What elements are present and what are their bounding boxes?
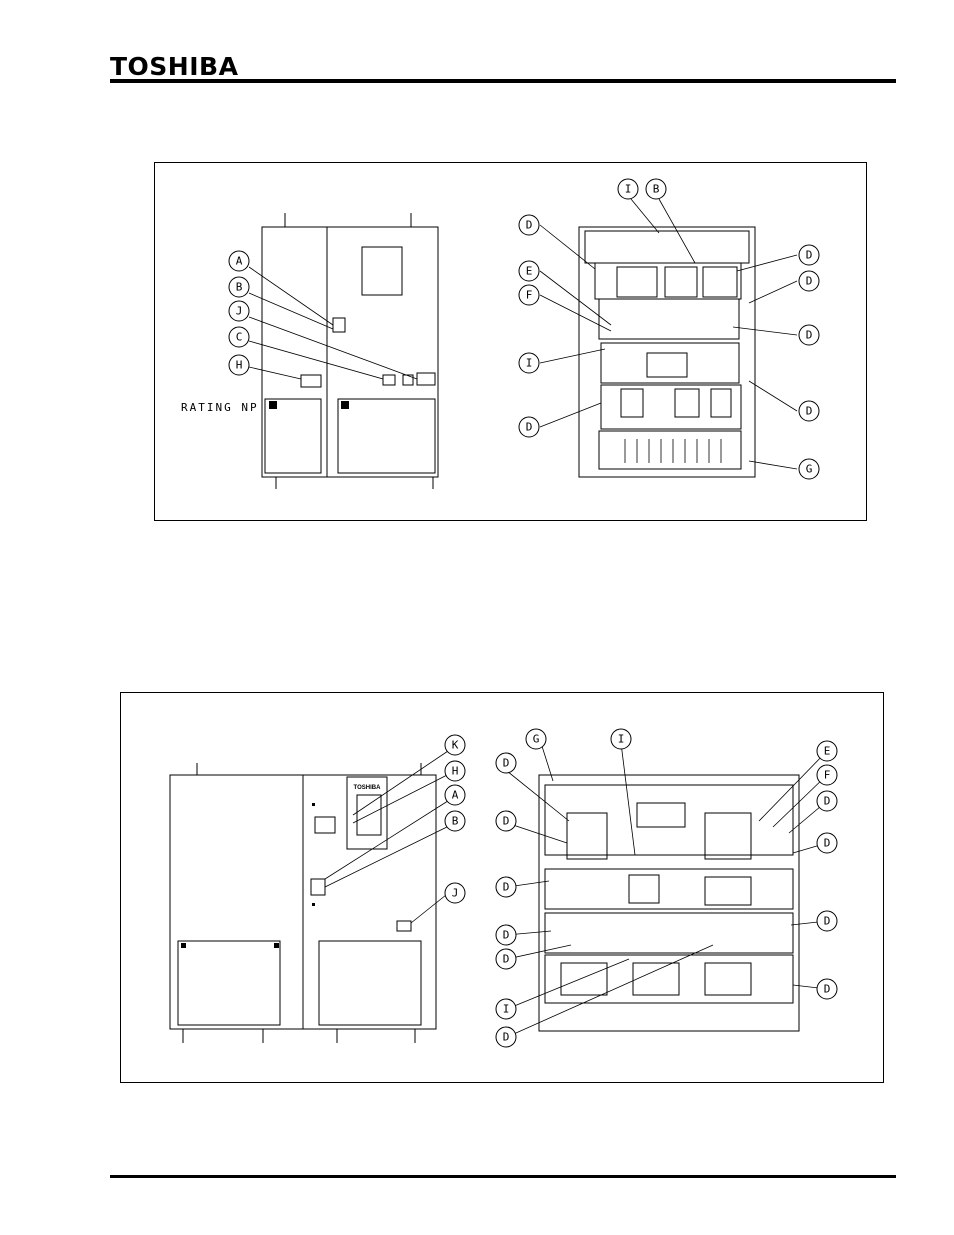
callout-c: C	[236, 331, 243, 344]
callout-f: F	[526, 289, 533, 302]
callout-b: B	[452, 815, 459, 828]
callout-d: D	[824, 837, 831, 850]
toshiba-logo: TOSHIBA	[110, 52, 238, 81]
figure-1-frame: A B J C H D E F I D I B D D D D G RATING…	[154, 162, 867, 521]
cabinet-interior-outline	[579, 227, 755, 477]
callout-e: E	[824, 745, 831, 758]
callout-d: D	[526, 421, 533, 434]
callout-i: I	[625, 183, 632, 196]
callout-h: H	[236, 359, 243, 372]
callout-i: I	[503, 1003, 510, 1016]
figure-1-drawing: A B J C H D E F I D I B D D D D G RATING…	[155, 163, 866, 520]
callout-d: D	[806, 249, 813, 262]
callout-b: B	[236, 281, 243, 294]
callout-e: E	[526, 265, 533, 278]
callout-i: I	[618, 733, 625, 746]
callout-d: D	[824, 795, 831, 808]
callout-d: D	[824, 983, 831, 996]
callout-d: D	[503, 757, 510, 770]
panel-brand-label: TOSHIBA	[354, 785, 382, 791]
callout-d: D	[806, 329, 813, 342]
callout-d: D	[806, 405, 813, 418]
callout-k: K	[452, 739, 459, 752]
callout-d: D	[824, 915, 831, 928]
callout-d: D	[806, 275, 813, 288]
figure-2-drawing: K H A B J G I D D D D D I D E F D D D D …	[121, 693, 883, 1082]
callout-a: A	[236, 255, 243, 268]
callout-d: D	[503, 953, 510, 966]
callout-a: A	[452, 789, 459, 802]
callout-f: F	[824, 769, 831, 782]
rating-np-label: RATING NP	[181, 401, 259, 414]
footer-rule	[110, 1175, 896, 1178]
callout-g: G	[806, 463, 813, 476]
figure-2-frame: K H A B J G I D D D D D I D E F D D D D …	[120, 692, 884, 1083]
callout-g: G	[533, 733, 540, 746]
callout-d: D	[503, 929, 510, 942]
callout-d: D	[503, 881, 510, 894]
callout-d: D	[526, 219, 533, 232]
callout-d: D	[503, 1031, 510, 1044]
callout-d: D	[503, 815, 510, 828]
header-rule	[110, 79, 896, 83]
callout-b: B	[653, 183, 660, 196]
callout-i: I	[526, 357, 533, 370]
callout-j: J	[452, 887, 459, 900]
callout-h: H	[452, 765, 459, 778]
callout-j: J	[236, 305, 243, 318]
